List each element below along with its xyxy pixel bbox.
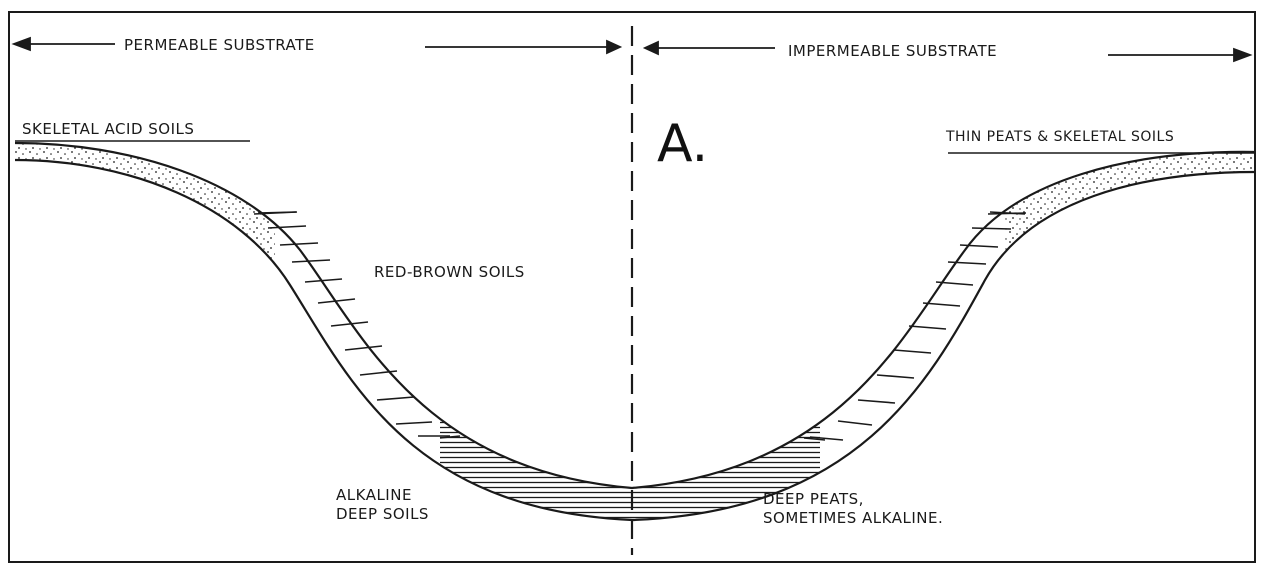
red-brown-soils-label: RED-BROWN SOILS — [374, 263, 525, 282]
deep-peats-label: DEEP PEATS, SOMETIMES ALKALINE. — [763, 490, 943, 528]
alkaline-deep-soils-label: ALKALINE DEEP SOILS — [336, 486, 429, 524]
skeletal-acid-soils-label: SKELETAL ACID SOILS — [22, 120, 194, 139]
impermeable-substrate-label: IMPERMEABLE SUBSTRATE — [782, 42, 1003, 60]
thin-peats-label: THIN PEATS & SKELETAL SOILS — [946, 129, 1174, 147]
alkaline-deep-line2: DEEP SOILS — [336, 505, 429, 524]
alkaline-deep-line1: ALKALINE — [336, 486, 429, 505]
deep-peats-line1: DEEP PEATS, — [763, 490, 943, 509]
deep-peats-line2: SOMETIMES ALKALINE. — [763, 509, 943, 528]
skeletal-acid-soil-band — [15, 143, 632, 520]
valley-substrate-line — [15, 160, 1255, 520]
panel-letter: A. — [657, 118, 708, 170]
permeable-substrate-label: PERMEABLE SUBSTRATE — [118, 36, 321, 54]
thin-peats-soil-band — [632, 152, 1255, 520]
